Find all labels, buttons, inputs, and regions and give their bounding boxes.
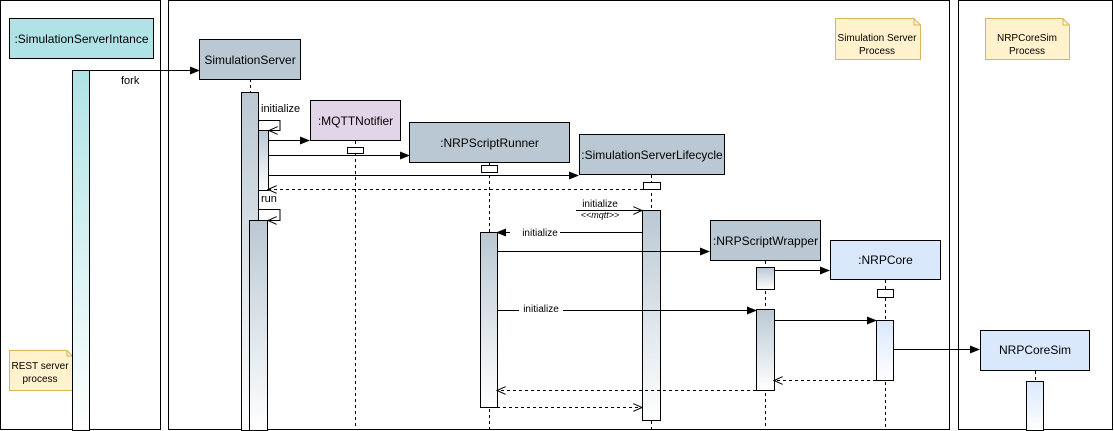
- activation-core: [876, 320, 894, 381]
- activation-core-sim: [1026, 381, 1044, 431]
- participant-nrp-script-runner: :NRPScriptRunner: [409, 122, 570, 163]
- label-mqtt-stereotype: <<mqtt>>: [581, 210, 620, 220]
- activation-runner-small: [481, 165, 498, 173]
- activations: [72, 70, 1044, 431]
- activation-runner: [480, 232, 498, 408]
- note-nrpcoresim-line2: Process: [1009, 46, 1045, 57]
- svg-text::NRPCore: :NRPCore: [858, 253, 913, 267]
- activation-mqtt-small: [347, 147, 364, 154]
- svg-text::MQTTNotifier: :MQTTNotifier: [318, 114, 393, 128]
- process-frame-simulation-server: [168, 0, 950, 430]
- svg-text::SimulationServerLifecycle: :SimulationServerLifecycle: [581, 148, 723, 162]
- activation-wrapper-small: [756, 267, 775, 290]
- activation-wrapper: [756, 309, 775, 391]
- note-rest-line2: process: [22, 374, 57, 385]
- activation-core-small: [877, 289, 894, 298]
- note-simulation-server-process: Simulation Server Process: [835, 18, 921, 60]
- note-sim-line2: Process: [859, 46, 895, 57]
- note-sim-line1: Simulation Server: [838, 33, 918, 44]
- messages: [90, 66, 980, 408]
- label-run: run: [261, 193, 277, 205]
- msg-self-initialize: [258, 120, 281, 131]
- label-initialize-self: initialize: [261, 103, 300, 115]
- note-rest-server-process: REST server process: [9, 350, 73, 391]
- activation-lifecycle-small: [643, 182, 661, 190]
- label-fork: fork: [121, 75, 140, 87]
- activation-instance: [72, 70, 90, 431]
- msg-self-run: [258, 209, 281, 221]
- svg-text::SimulationServerIntance: :SimulationServerIntance: [14, 32, 148, 46]
- participant-simulation-server-intance: :SimulationServerIntance: [9, 18, 154, 59]
- note-nrpcoresim-line1: NRPCoreSim: [997, 33, 1057, 44]
- svg-text::NRPScriptWrapper: :NRPScriptWrapper: [713, 234, 818, 248]
- participant-nrp-script-wrapper: :NRPScriptWrapper: [710, 220, 821, 261]
- activation-lifecycle: [642, 210, 661, 421]
- label-initialize-runner: initialize: [522, 228, 558, 239]
- label-initialize-mqtt: initialize: [582, 199, 618, 210]
- participant-nrp-core: :NRPCore: [830, 240, 941, 280]
- participant-simulation-server: SimulationServer: [199, 39, 301, 80]
- activation-server-run: [249, 220, 268, 431]
- note-rest-line1: REST server: [11, 361, 69, 372]
- participant-mqtt-notifier: :MQTTNotifier: [310, 100, 401, 141]
- label-initialize-wrapper: initialize: [523, 304, 559, 315]
- participant-nrp-core-sim: NRPCoreSim: [980, 330, 1090, 371]
- svg-text::NRPScriptRunner: :NRPScriptRunner: [440, 136, 539, 150]
- participant-lifecycle: :SimulationServerLifecycle: [579, 134, 725, 175]
- svg-text:NRPCoreSim: NRPCoreSim: [999, 343, 1071, 357]
- activation-server-init: [258, 130, 269, 191]
- note-nrpcoresim-process: NRPCoreSim Process: [985, 18, 1070, 60]
- svg-text:SimulationServer: SimulationServer: [204, 53, 295, 67]
